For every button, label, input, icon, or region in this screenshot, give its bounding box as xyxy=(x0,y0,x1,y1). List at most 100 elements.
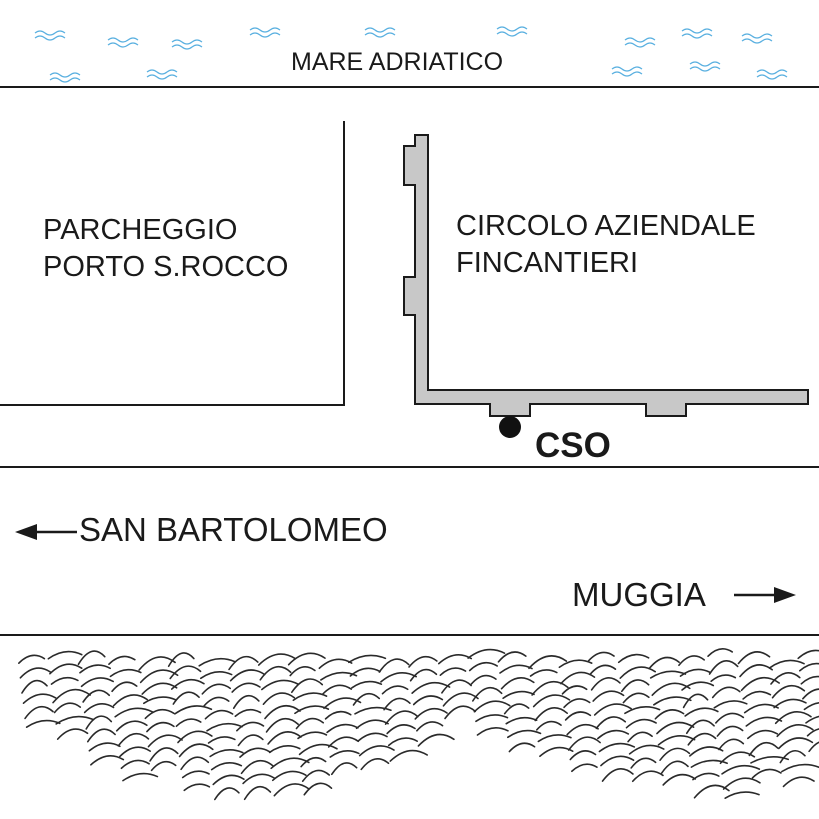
rock-mark xyxy=(684,707,719,717)
rock-mark xyxy=(800,675,819,685)
rock-mark xyxy=(357,732,388,742)
rock-mark xyxy=(149,747,179,762)
west-direction-label: SAN BARTOLOMEO xyxy=(79,511,388,548)
rock-mark xyxy=(239,747,271,758)
rock-mark xyxy=(416,721,444,732)
rock-mark xyxy=(378,658,410,673)
rock-mark xyxy=(563,698,591,709)
rock-mark xyxy=(773,698,807,709)
rock-mark xyxy=(180,756,210,771)
rock-mark xyxy=(210,761,243,771)
parking-boundary xyxy=(0,121,345,406)
rock-mark xyxy=(747,729,779,740)
wave-mark xyxy=(624,37,656,43)
wave-mark xyxy=(689,61,721,67)
rock-mark xyxy=(290,678,324,694)
rock-mark xyxy=(295,717,325,730)
rock-mark xyxy=(589,664,617,676)
rock-mark xyxy=(347,654,387,664)
rock-mark xyxy=(119,746,151,758)
rock-mark xyxy=(414,707,448,720)
rock-mark xyxy=(713,700,748,709)
rock-mark xyxy=(83,703,115,714)
wave-mark xyxy=(364,27,396,33)
wave-mark xyxy=(107,37,139,43)
rock-mark xyxy=(724,791,760,799)
rock-mark xyxy=(619,666,656,679)
rock-mark xyxy=(77,650,106,666)
rock-mark xyxy=(803,701,819,711)
rock-mark xyxy=(472,686,503,702)
wave-mark xyxy=(146,69,178,75)
rock-mark xyxy=(409,668,438,682)
rock-mark xyxy=(229,669,266,682)
rock-mark xyxy=(648,656,680,670)
wave-mark xyxy=(34,35,66,41)
rock-mark xyxy=(590,677,621,691)
rock-mark xyxy=(470,674,497,685)
rock-mark xyxy=(85,715,113,730)
club-label: CIRCOLO AZIENDALE FINCANTIERI xyxy=(456,208,801,282)
rock-mark xyxy=(560,671,596,685)
rock-mark xyxy=(21,679,48,694)
rock-mark xyxy=(262,692,296,706)
rock-mark xyxy=(326,723,359,734)
rock-mark xyxy=(289,666,316,677)
rock-mark xyxy=(690,759,728,768)
rock-mark xyxy=(170,678,205,690)
rock-mark xyxy=(389,749,428,762)
rock-mark xyxy=(503,703,530,715)
rock-mark xyxy=(174,705,213,715)
rock-mark xyxy=(566,723,599,736)
rock-mark xyxy=(24,705,54,720)
rock-mark xyxy=(240,759,274,775)
rock-mark xyxy=(236,721,265,732)
rock-mark xyxy=(183,783,211,792)
rock-mark xyxy=(386,724,416,735)
rock-mark xyxy=(257,653,297,666)
rock-mark xyxy=(25,719,61,728)
rock-mark xyxy=(441,679,472,694)
wave-mark xyxy=(741,33,773,39)
rock-mark xyxy=(80,677,114,688)
rock-mark xyxy=(267,731,302,745)
rock-mark xyxy=(534,707,568,722)
rock-mark xyxy=(178,743,214,758)
rock-mark xyxy=(271,770,307,782)
rock-mark xyxy=(212,774,245,786)
rock-mark xyxy=(467,648,506,659)
wave-mark xyxy=(107,42,139,48)
rock-mark xyxy=(199,671,233,680)
wave-mark xyxy=(364,32,396,38)
rock-mark xyxy=(571,763,598,773)
rock-mark xyxy=(298,743,338,756)
club-label-text: CIRCOLO AZIENDALE FINCANTIERI xyxy=(456,210,756,279)
rock-mark xyxy=(53,702,82,714)
rock-mark xyxy=(798,662,819,672)
rock-mark xyxy=(781,763,819,773)
rock-mark xyxy=(384,710,419,725)
rock-mark xyxy=(213,787,240,801)
rock-mark xyxy=(90,755,125,766)
rock-mark xyxy=(657,735,696,746)
rock-mark xyxy=(567,736,601,751)
rock-mark xyxy=(743,703,779,714)
rock-mark xyxy=(770,672,801,685)
rock-mark xyxy=(198,657,236,667)
rock-mark xyxy=(621,679,650,693)
rock-mark xyxy=(682,693,709,709)
rock-mark xyxy=(531,680,569,696)
rock-mark xyxy=(505,716,538,725)
sea-waves xyxy=(34,26,788,83)
rock-mark xyxy=(539,746,574,758)
rock-mark xyxy=(475,714,509,723)
rock-mark xyxy=(625,718,657,729)
wave-mark xyxy=(249,32,281,38)
rock-mark xyxy=(569,750,597,761)
rock-mark xyxy=(204,709,234,720)
rock-mark xyxy=(52,688,91,704)
rock-mark xyxy=(631,770,664,783)
rock-mark xyxy=(654,709,685,720)
